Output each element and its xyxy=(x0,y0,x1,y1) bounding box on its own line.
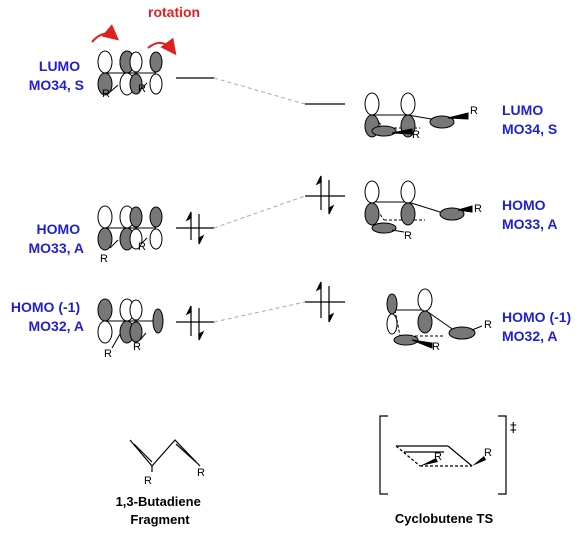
homo-ts-r2: R xyxy=(474,203,482,215)
homo-ts-r1: R xyxy=(404,230,412,242)
lumo-ts-r1: R xyxy=(412,129,420,141)
homo-correlation-line xyxy=(213,195,306,229)
left-homo-label: HOMO MO33, A xyxy=(29,221,85,256)
left-lumo-label: LUMO MO34, S xyxy=(29,58,84,93)
butadiene-r2: R xyxy=(197,467,205,479)
butadiene-r1: R xyxy=(144,475,152,487)
homo-left-r1: R xyxy=(100,253,108,265)
homo-left-r2: R xyxy=(138,241,146,253)
dagger: ‡ xyxy=(510,421,517,436)
left-homo1-electron-pair xyxy=(185,305,205,341)
right-lumo-label: LUMO MO34, S xyxy=(502,102,557,137)
butadiene-homo-orbitals xyxy=(97,205,163,251)
ts-homo1-orbitals xyxy=(386,288,483,349)
butadiene-skeleton xyxy=(129,439,201,472)
left-homo-electron-pair xyxy=(185,211,205,245)
cyclobutene-ts-skeleton xyxy=(379,415,507,495)
lumo-correlation-line xyxy=(213,77,306,105)
ts-homo-orbitals xyxy=(364,180,473,234)
right-homo1-electron-pair xyxy=(315,281,335,323)
butadiene-homo1-orbitals xyxy=(97,298,164,349)
left-homo1-label: HOMO (-1) MO32, A xyxy=(11,299,84,334)
lumo-left-r1: R xyxy=(102,88,110,100)
cyclobutene-ts-caption: Cyclobutene TS xyxy=(395,511,494,526)
ts-r2: R xyxy=(484,447,492,459)
homo1-ts-r2: R xyxy=(484,319,492,331)
ts-lumo-orbitals xyxy=(364,92,469,138)
right-homo-electron-pair xyxy=(315,175,335,215)
ts-wedge-1 xyxy=(420,458,438,466)
homo1-left-r1: R xyxy=(104,348,112,360)
lumo-left-r2: R xyxy=(138,83,146,95)
homo1-left-r2: R xyxy=(133,341,141,353)
ts-r1: R xyxy=(434,451,442,463)
rotation-arrow-left xyxy=(91,24,120,43)
butadiene-lumo-orbitals xyxy=(97,50,163,96)
right-homo-label: HOMO MO33, A xyxy=(502,197,558,232)
rotation-arrow-right xyxy=(147,37,177,56)
homo1-correlation-line xyxy=(213,301,306,323)
lumo-ts-r2: R xyxy=(470,105,478,117)
homo1-ts-r1: R xyxy=(432,341,440,353)
ts-wedge-2 xyxy=(472,456,486,466)
butadiene-caption: 1,3-Butadiene Fragment xyxy=(116,494,205,527)
rotation-label: rotation xyxy=(148,4,200,20)
right-homo1-label: HOMO (-1) MO32, A xyxy=(502,309,575,344)
